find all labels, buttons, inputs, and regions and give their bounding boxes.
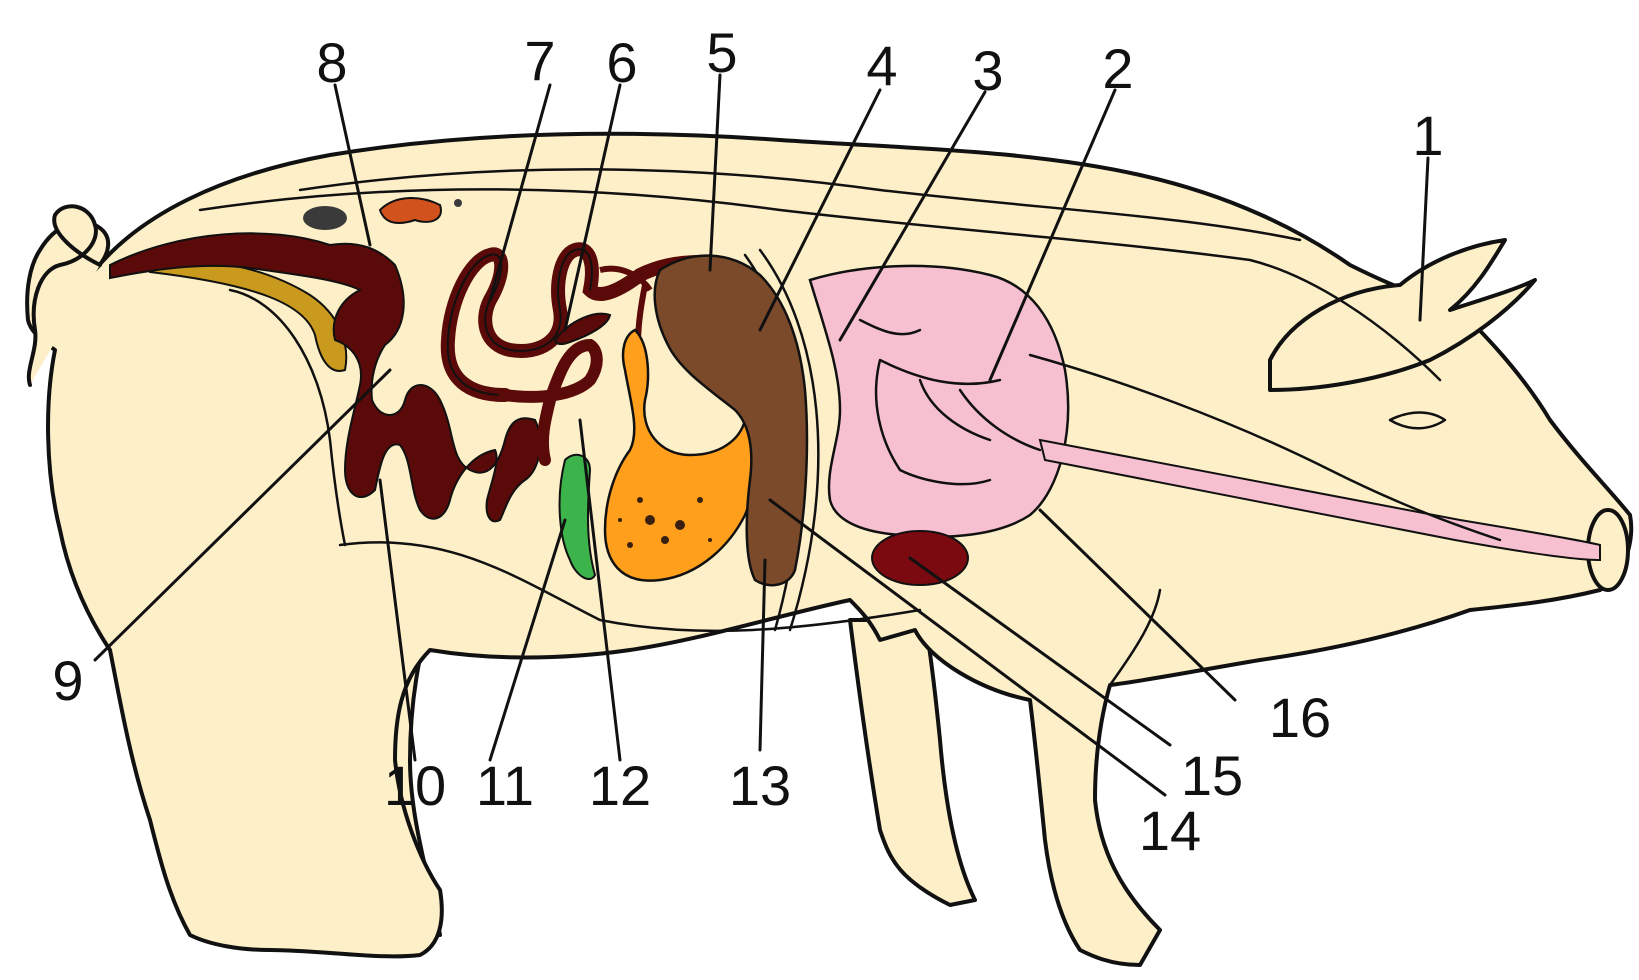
label-2: 2 bbox=[1102, 37, 1133, 100]
label-5: 5 bbox=[706, 21, 737, 84]
label-13: 13 bbox=[729, 754, 791, 817]
label-15: 15 bbox=[1181, 744, 1243, 807]
label-9: 9 bbox=[52, 649, 83, 712]
label-6: 6 bbox=[606, 31, 637, 94]
label-11: 11 bbox=[476, 754, 534, 817]
label-14: 14 bbox=[1139, 799, 1201, 862]
label-3: 3 bbox=[972, 39, 1003, 102]
label-10: 10 bbox=[384, 754, 446, 817]
adrenal-dot bbox=[454, 199, 462, 207]
label-4: 4 bbox=[866, 34, 897, 97]
label-1: 1 bbox=[1412, 104, 1443, 167]
lungs bbox=[810, 266, 1068, 537]
label-12: 12 bbox=[589, 754, 651, 817]
label-7: 7 bbox=[524, 29, 555, 92]
label-16: 16 bbox=[1269, 686, 1331, 749]
kidney-dark bbox=[303, 206, 347, 230]
heart bbox=[872, 531, 968, 585]
label-8: 8 bbox=[316, 31, 347, 94]
